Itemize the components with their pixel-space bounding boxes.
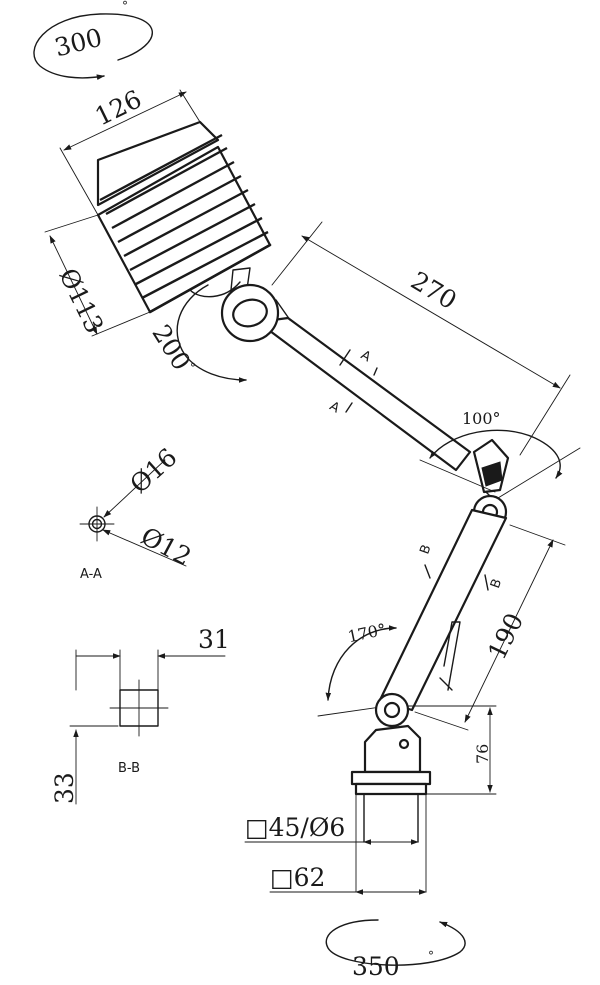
elbow-rotation-label: 100° <box>462 409 501 428</box>
base-height-dimension: 76 <box>407 705 497 795</box>
section-b-label: B-B <box>118 761 140 776</box>
lower-arm <box>378 508 508 712</box>
section-b-height-label: 33 <box>50 772 79 804</box>
base-plate-dimension: □62 <box>269 863 427 895</box>
lower-rotation-label: 170° <box>346 620 388 647</box>
section-a-label: A-A <box>80 567 102 582</box>
rotation-head-degree: ° <box>190 361 196 375</box>
base-tube-dimension: □45/Ø6 <box>244 813 419 845</box>
section-b-b: 31 33 B-B <box>50 625 230 805</box>
elbow-rotation-arrow: 100° <box>419 409 581 499</box>
base-plate-label: □62 <box>270 863 325 892</box>
section-b-mark-upper: B <box>417 543 434 557</box>
top-rotation-arrow: 300 ° <box>33 0 153 80</box>
rotation-base-degree: ° <box>428 949 434 963</box>
lamp-head <box>96 120 272 314</box>
rotation-head-label: 200 <box>146 320 196 376</box>
head-diameter-label: Ø113 <box>53 264 109 338</box>
section-b-width-label: 31 <box>198 625 230 654</box>
rotation-top-degree: ° <box>122 0 128 13</box>
section-a-outer-label: Ø16 <box>124 442 182 499</box>
section-a-inner-label: Ø12 <box>136 521 196 571</box>
rotation-base-label: 350 <box>352 952 400 981</box>
base-height-label: 76 <box>473 744 492 764</box>
base-rotation-arrow: 350 ° <box>325 919 466 981</box>
section-a-mark-lower: A <box>327 399 342 416</box>
lower-arm-length-label: 190 <box>482 608 529 664</box>
base-tube-label: □45/Ø6 <box>245 813 345 842</box>
section-a-mark-upper: A <box>358 348 373 365</box>
rotation-top-label: 300 <box>52 23 105 63</box>
section-b-mark-lower: B <box>488 577 505 591</box>
upper-arm-length-label: 270 <box>406 266 462 315</box>
lamp-base <box>350 692 432 893</box>
section-a-a: Ø16 Ø12 A-A <box>79 442 196 582</box>
